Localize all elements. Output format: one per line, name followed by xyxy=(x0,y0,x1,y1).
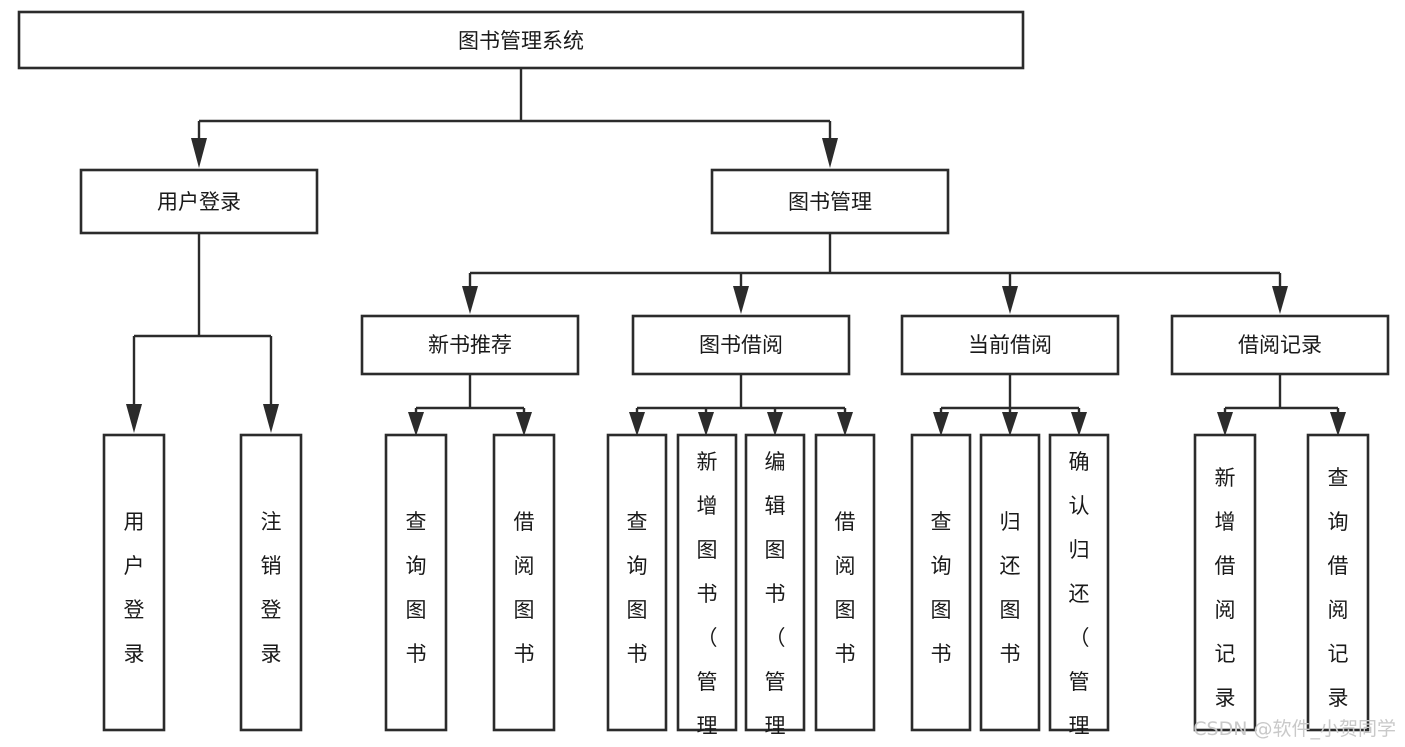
node-leaf-add-book[interactable]: 新增图书（管理员） xyxy=(676,433,738,747)
node-leaf-user-logout-box[interactable] xyxy=(239,433,303,732)
node-leaf-add-record-label: 新增借阅记录 xyxy=(1215,466,1236,710)
node-book-manage-label: 图书管理 xyxy=(788,190,872,214)
node-current-borrow-box[interactable] xyxy=(900,314,1120,376)
arrow-head-leaf-return-book xyxy=(1002,412,1018,436)
connector-layer xyxy=(126,68,1346,436)
node-leaf-query-record-label: 查询借阅记录 xyxy=(1328,466,1349,710)
node-leaf-query-book-3[interactable]: 查询图书 xyxy=(910,433,972,732)
node-leaf-user-login-label: 用户登录 xyxy=(124,510,145,666)
node-new-book-rec-box[interactable] xyxy=(360,314,580,376)
arrow-head-new-book-rec xyxy=(462,286,478,314)
node-new-book-rec-label: 新书推荐 xyxy=(428,333,512,357)
node-leaf-borrow-book-1-label: 借阅图书 xyxy=(514,510,535,666)
arrow-head-leaf-borrow-book-1 xyxy=(516,412,532,436)
node-leaf-borrow-book-2-box[interactable] xyxy=(814,433,876,732)
node-leaf-return-book[interactable]: 归还图书 xyxy=(979,433,1041,732)
arrow-head-leaf-user-login xyxy=(126,404,142,433)
arrow-head-leaf-borrow-book-2 xyxy=(837,412,853,436)
arrow-head-leaf-query-record xyxy=(1330,412,1346,436)
node-leaf-add-book-box[interactable] xyxy=(676,433,738,732)
node-leaf-edit-book-label: 编辑图书（管理员） xyxy=(765,450,786,747)
node-root-box[interactable] xyxy=(17,10,1025,70)
node-book-borrow-label: 图书借阅 xyxy=(699,333,783,357)
node-leaf-query-book-3-label: 查询图书 xyxy=(931,510,952,666)
node-borrow-record[interactable]: 借阅记录 xyxy=(1170,314,1390,376)
arrow-head-leaf-query-book-2 xyxy=(629,412,645,436)
node-leaf-return-book-box[interactable] xyxy=(979,433,1041,732)
arrow-head-leaf-query-book-3 xyxy=(933,412,949,436)
node-leaf-query-book-1-label: 查询图书 xyxy=(406,510,427,666)
node-leaf-query-book-1[interactable]: 查询图书 xyxy=(384,433,448,732)
node-user-login[interactable]: 用户登录 xyxy=(79,168,319,235)
arrow-head-current-borrow xyxy=(1002,286,1018,314)
node-borrow-record-box[interactable] xyxy=(1170,314,1390,376)
node-leaf-query-record-box[interactable] xyxy=(1306,433,1370,732)
node-leaf-edit-book[interactable]: 编辑图书（管理员） xyxy=(744,433,806,747)
node-leaf-confirm-return-label: 确认归还（管理员） xyxy=(1069,450,1090,747)
arrow-head-borrow-record xyxy=(1272,286,1288,314)
node-leaf-add-book-label: 新增图书（管理员） xyxy=(697,450,718,747)
node-root-label: 图书管理系统 xyxy=(458,29,584,53)
node-leaf-user-login-box[interactable] xyxy=(102,433,166,732)
node-leaf-query-book-2[interactable]: 查询图书 xyxy=(606,433,668,732)
node-leaf-borrow-book-2-label: 借阅图书 xyxy=(835,510,856,666)
node-leaf-query-book-2-label: 查询图书 xyxy=(627,510,648,666)
node-leaf-user-logout[interactable]: 注销登录 xyxy=(239,433,303,732)
node-leaf-query-book-1-box[interactable] xyxy=(384,433,448,732)
node-borrow-record-label: 借阅记录 xyxy=(1238,333,1322,357)
node-user-login-box[interactable] xyxy=(79,168,319,235)
csdn-watermark: CSDN @软件_小贺同学 xyxy=(1193,718,1396,740)
node-leaf-add-record-box[interactable] xyxy=(1193,433,1257,732)
arrow-head-leaf-query-book-1 xyxy=(408,412,424,436)
node-leaf-borrow-book-1[interactable]: 借阅图书 xyxy=(492,433,556,732)
arrow-head-user-login xyxy=(191,138,207,168)
node-current-borrow-label: 当前借阅 xyxy=(968,333,1052,357)
node-leaf-user-logout-label: 注销登录 xyxy=(261,510,282,666)
node-leaf-add-record[interactable]: 新增借阅记录 xyxy=(1193,433,1257,732)
arrow-head-book-borrow xyxy=(733,286,749,314)
node-leaf-return-book-label: 归还图书 xyxy=(1000,510,1021,666)
arrow-head-leaf-confirm-return xyxy=(1071,412,1087,436)
node-new-book-rec[interactable]: 新书推荐 xyxy=(360,314,580,376)
node-leaf-query-book-2-box[interactable] xyxy=(606,433,668,732)
node-leaf-user-login[interactable]: 用户登录 xyxy=(102,433,166,732)
node-book-borrow[interactable]: 图书借阅 xyxy=(631,314,851,376)
node-leaf-confirm-return-box[interactable] xyxy=(1048,433,1110,732)
node-book-manage-box[interactable] xyxy=(710,168,950,235)
node-user-login-label: 用户登录 xyxy=(157,190,241,214)
arrow-head-book-manage xyxy=(822,138,838,168)
arrow-head-leaf-user-logout xyxy=(263,404,279,433)
node-book-borrow-box[interactable] xyxy=(631,314,851,376)
node-leaf-query-record[interactable]: 查询借阅记录 xyxy=(1306,433,1370,732)
node-root[interactable]: 图书管理系统 xyxy=(17,10,1025,70)
node-book-manage[interactable]: 图书管理 xyxy=(710,168,950,235)
arrow-head-leaf-edit-book xyxy=(767,412,783,436)
node-leaf-query-book-3-box[interactable] xyxy=(910,433,972,732)
arrow-head-leaf-add-record xyxy=(1217,412,1233,436)
node-leaf-borrow-book-2[interactable]: 借阅图书 xyxy=(814,433,876,732)
node-leaf-confirm-return[interactable]: 确认归还（管理员） xyxy=(1048,433,1110,747)
node-leaf-edit-book-box[interactable] xyxy=(744,433,806,732)
arrow-head-leaf-add-book xyxy=(698,412,714,436)
node-current-borrow[interactable]: 当前借阅 xyxy=(900,314,1120,376)
node-leaf-borrow-book-1-box[interactable] xyxy=(492,433,556,732)
